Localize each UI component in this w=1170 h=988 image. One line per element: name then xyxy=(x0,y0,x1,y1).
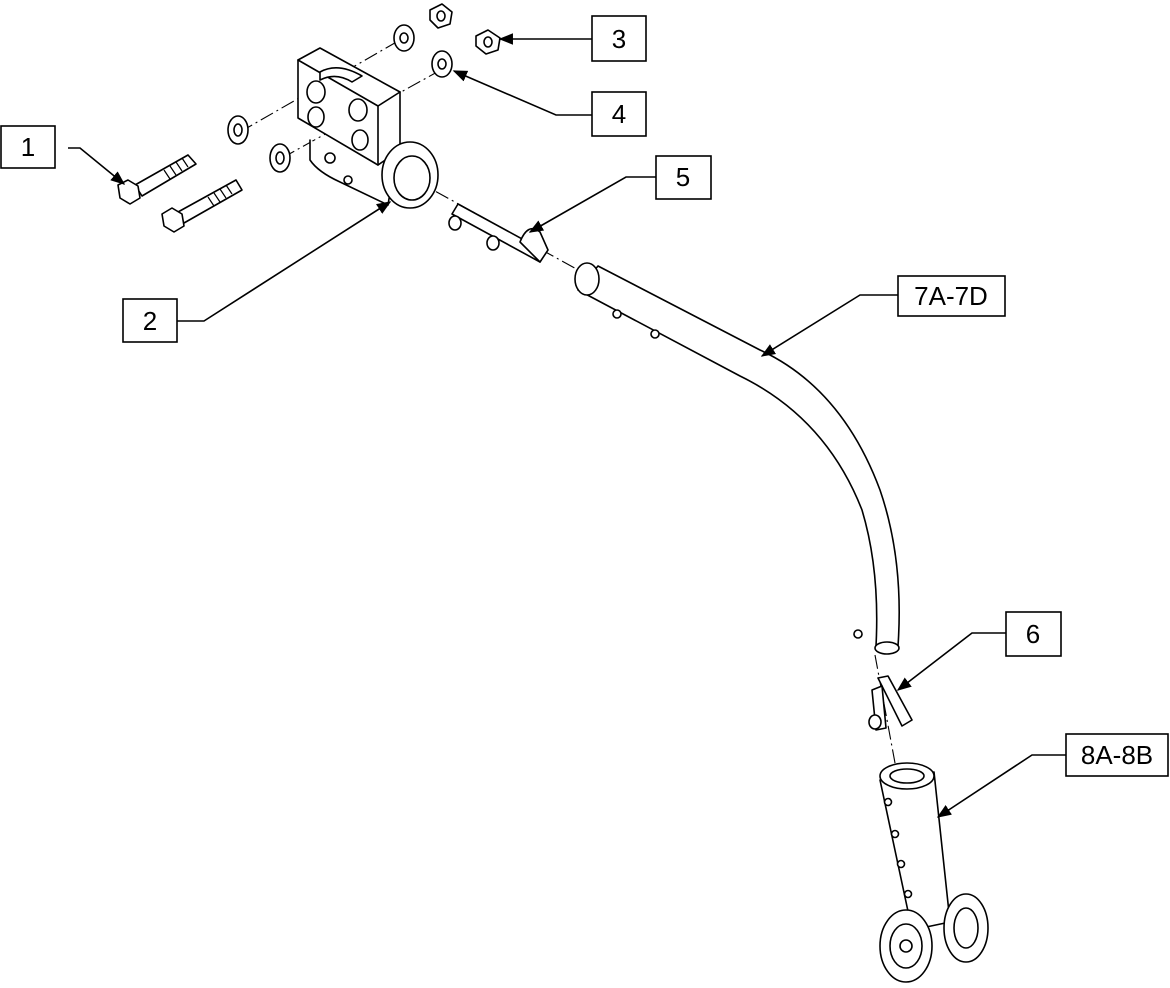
flat-washer-lower-left xyxy=(269,143,291,173)
leader-4 xyxy=(452,70,592,116)
callout-4: 4 xyxy=(591,91,647,137)
svg-text:2: 2 xyxy=(143,306,157,336)
svg-text:6: 6 xyxy=(1026,619,1040,649)
leader-8 xyxy=(936,754,1066,818)
svg-text:4: 4 xyxy=(612,99,626,129)
hex-nut-lower xyxy=(475,29,501,55)
wheel-leg xyxy=(879,762,989,983)
callout-7a-7d: 7A-7D xyxy=(897,275,1006,317)
leader-5 xyxy=(528,176,656,233)
leader-lines xyxy=(68,33,1066,818)
callout-8a-8b: 8A-8B xyxy=(1065,733,1169,777)
clip-pin xyxy=(868,675,913,731)
svg-text:5: 5 xyxy=(676,162,690,192)
hex-bolt-lower xyxy=(161,179,243,233)
svg-text:1: 1 xyxy=(21,132,35,162)
callout-2: 2 xyxy=(122,298,178,343)
leader-2 xyxy=(176,201,392,322)
curved-tube xyxy=(574,262,900,655)
leader-7 xyxy=(760,294,898,357)
flat-washer-upper-left xyxy=(227,115,249,145)
svg-text:8A-8B: 8A-8B xyxy=(1081,740,1153,770)
hex-nut-upper xyxy=(429,3,453,29)
hex-bolt-upper xyxy=(117,154,197,205)
svg-text:7A-7D: 7A-7D xyxy=(914,281,988,311)
callout-3: 3 xyxy=(591,15,647,62)
leader-1 xyxy=(68,147,126,185)
flat-washer-upper-right xyxy=(393,24,415,52)
callout-6: 6 xyxy=(1005,611,1062,657)
detent-pin xyxy=(448,203,549,263)
leader-6 xyxy=(896,632,1006,691)
svg-text:3: 3 xyxy=(612,24,626,54)
mounting-bracket xyxy=(297,47,439,209)
callout-5: 5 xyxy=(655,155,712,200)
flat-washer-lower-right xyxy=(431,50,453,78)
callout-1: 1 xyxy=(0,125,56,169)
